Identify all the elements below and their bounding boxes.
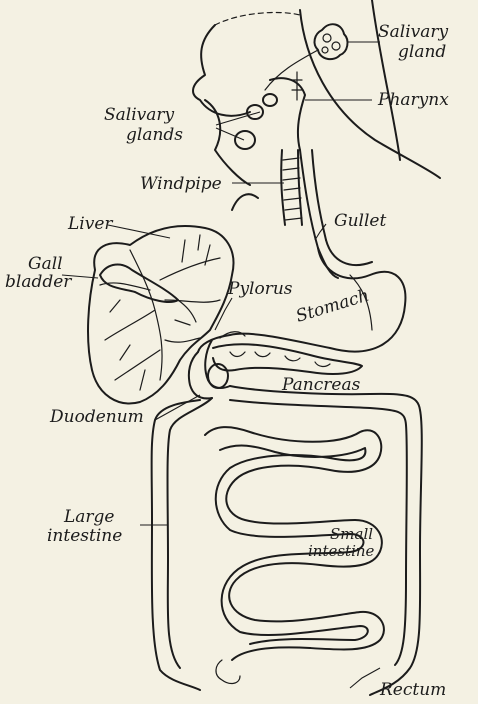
label-gullet: Gullet — [334, 211, 386, 231]
label-duodenum: Duodenum — [49, 407, 144, 427]
label-salivary-glands-2: glands — [126, 125, 183, 145]
label-pharynx: Pharynx — [377, 90, 449, 110]
label-liver: Liver — [67, 214, 113, 234]
label-gall-bladder-2: bladder — [5, 272, 72, 292]
label-small-intestine-1: Small — [330, 525, 373, 543]
label-salivary-glands-1: Salivary — [104, 105, 175, 125]
label-salivary-gland-2: gland — [398, 42, 446, 62]
label-pancreas: Pancreas — [281, 375, 361, 395]
label-windpipe: Windpipe — [140, 174, 222, 194]
gullet — [300, 150, 338, 278]
label-stomach: Stomach — [294, 286, 372, 327]
gall-bladder — [100, 265, 196, 322]
salivary-glands-lower — [235, 94, 277, 149]
pharynx — [270, 72, 305, 150]
label-large-intestine-2: intestine — [47, 526, 122, 546]
salivary-gland-upper — [265, 24, 347, 90]
liver — [88, 226, 233, 403]
label-rectum: Rectum — [379, 680, 446, 700]
pancreas — [213, 344, 362, 374]
label-large-intestine-1: Large — [63, 507, 115, 527]
windpipe — [281, 150, 302, 225]
label-small-intestine-2: intestine — [308, 542, 375, 560]
label-pylorus: Pylorus — [227, 279, 293, 299]
label-gall-bladder-1: Gall — [28, 254, 63, 274]
label-salivary-gland-1: Salivary — [378, 22, 449, 42]
